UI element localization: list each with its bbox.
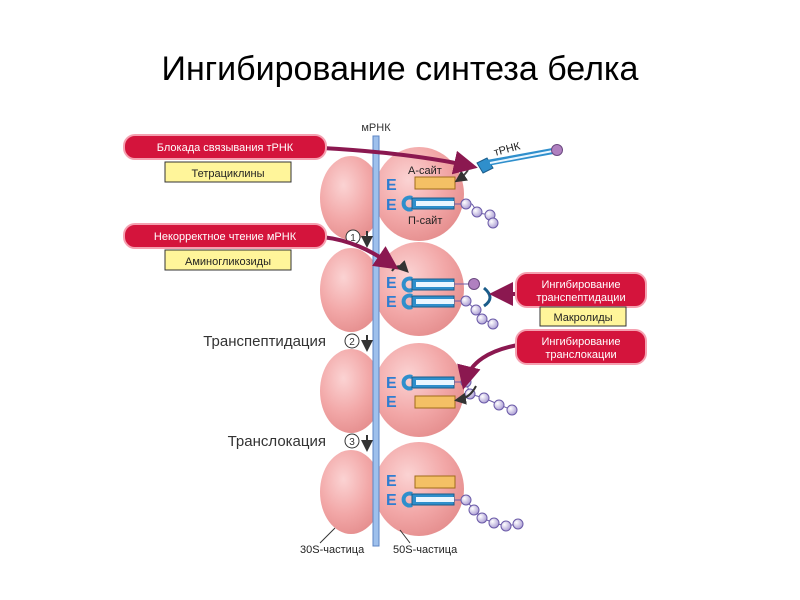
e-site-label: E	[386, 394, 397, 411]
ribosome-4	[320, 442, 464, 536]
large-subunit	[374, 147, 464, 241]
inhibition-label: транслокации	[545, 349, 616, 361]
a-site-slot	[414, 475, 456, 489]
mrna-strand	[372, 135, 380, 547]
inhibition-label: транспептидации	[536, 292, 625, 304]
translocation-inhibition-arrow	[457, 343, 519, 390]
ribosome-1	[320, 147, 464, 241]
misreading-arrow	[321, 235, 399, 270]
e-site-label: E	[386, 473, 397, 490]
ribosome-3	[320, 343, 464, 437]
inhibition-label: Ингибирование	[542, 336, 621, 348]
e-site-label: E	[386, 294, 397, 311]
subunit-50s-label: 50S-частица	[393, 544, 458, 556]
trna-block-inhibition: Блокада связывания тРНК	[123, 134, 327, 160]
drug-label: Макролиды	[553, 312, 612, 324]
transpeptidation-label: Транспептидация	[203, 333, 326, 350]
large-subunit	[374, 343, 464, 437]
peptide-chain	[454, 494, 524, 532]
inhibition-label: Некорректное чтение мРНК	[154, 231, 297, 243]
drug-label: Аминогликозиды	[185, 256, 271, 268]
inhibition-label: Ингибирование	[542, 279, 621, 291]
peptide-chain	[454, 295, 499, 330]
translocation-inhibition: Ингибирование транслокации	[515, 329, 647, 365]
small-subunit	[320, 349, 382, 433]
tetracyclines-drug-box: Тетрациклины	[164, 161, 292, 183]
e-site-label: E	[386, 492, 397, 509]
large-subunit	[374, 442, 464, 536]
transpeptidation-inhibition: Ингибирование транспептидации	[515, 272, 647, 308]
e-site-label: E	[386, 177, 397, 194]
step-3-marker: 3	[344, 433, 373, 452]
a-site-slot	[414, 395, 456, 409]
translocation-label: Транслокация	[228, 433, 326, 450]
mrna-label: мРНК	[361, 122, 391, 134]
small-subunit	[320, 156, 382, 240]
page-title: Ингибирование синтеза белка	[161, 50, 639, 88]
trna-block-arrow	[321, 146, 478, 175]
step-2-marker: 2	[344, 333, 373, 352]
svg-text:1: 1	[350, 233, 356, 244]
trna-a-site	[401, 276, 480, 293]
aminoglycosides-drug-box: Аминогликозиды	[164, 249, 292, 271]
misreading-inhibition: Некорректное чтение мРНК	[123, 223, 327, 249]
a-site-slot	[414, 176, 456, 190]
small-subunit	[320, 248, 382, 332]
peptide-chain	[454, 198, 499, 229]
macrolides-drug-box: Макролиды	[539, 306, 627, 327]
inhibition-label: Блокада связывания тРНК	[157, 142, 294, 154]
pointer-30s	[319, 527, 336, 544]
e-site-label: E	[386, 275, 397, 292]
incoming-trna	[476, 144, 563, 174]
p-site-label: П-сайт	[408, 215, 442, 227]
drug-label: Тетрациклины	[191, 168, 264, 180]
small-subunit	[320, 450, 382, 534]
pointer-50s	[399, 529, 411, 544]
svg-text:2: 2	[349, 337, 355, 348]
e-site-label: E	[386, 375, 397, 392]
svg-text:3: 3	[349, 437, 355, 448]
a-site-label: А-сайт	[408, 165, 442, 177]
e-site-label: E	[386, 197, 397, 214]
transpeptidation-bend-arrow	[482, 286, 492, 308]
subunit-30s-label: 30S-частица	[300, 544, 365, 556]
